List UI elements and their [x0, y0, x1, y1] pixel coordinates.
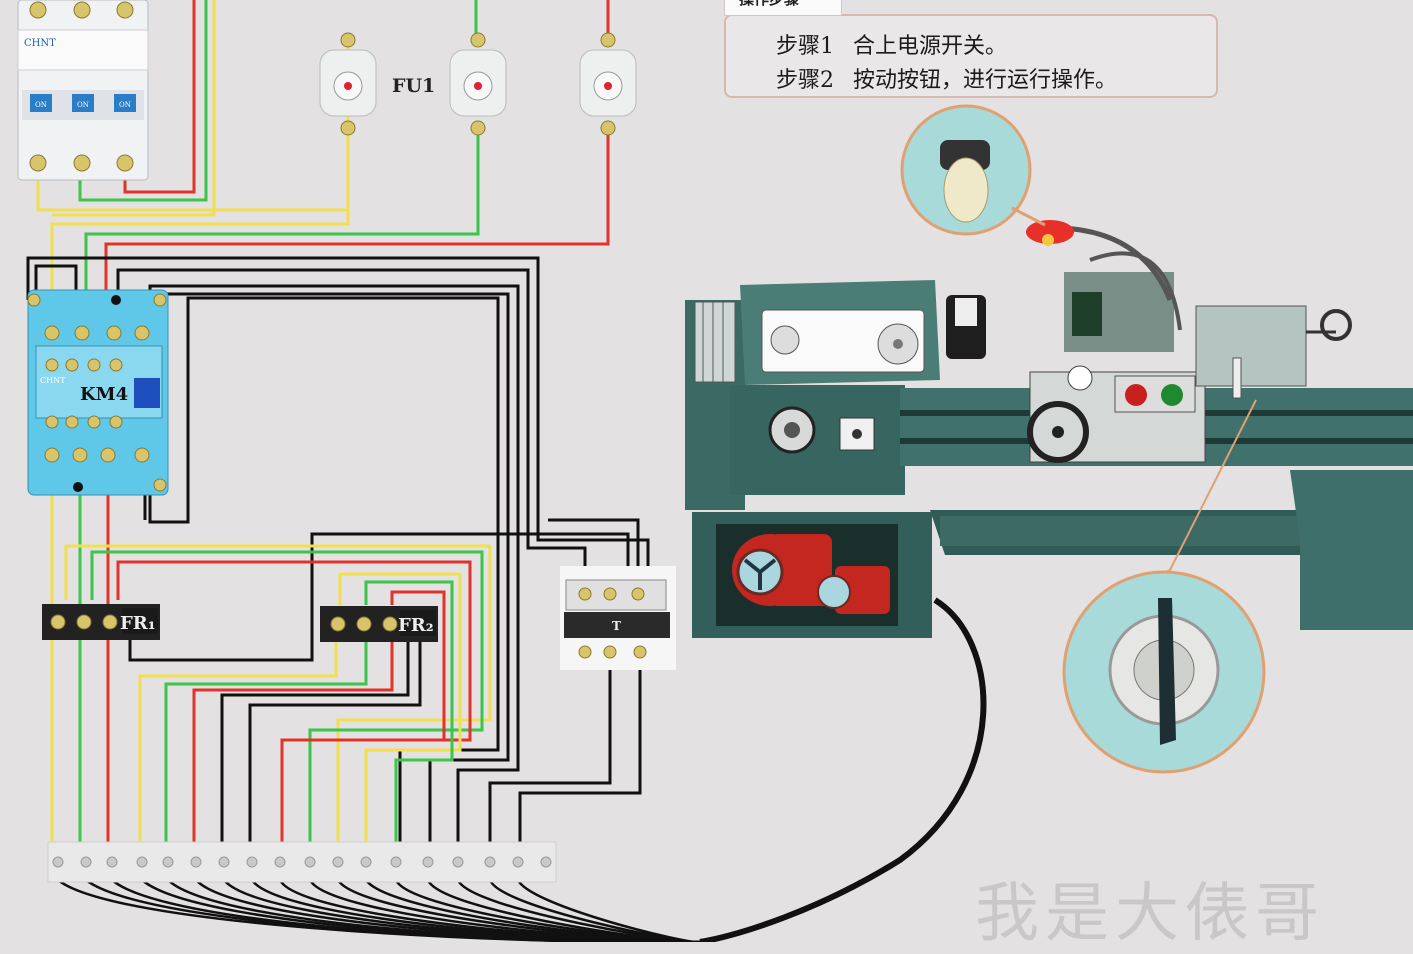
- breaker-on-2: ON: [77, 101, 89, 109]
- fu1-label: FU1: [392, 75, 435, 97]
- work-lamp[interactable]: [1026, 220, 1074, 246]
- fr2-label: FR₂: [398, 615, 434, 636]
- wire-red-main: [123, 0, 196, 194]
- step-1-label: 步骤1: [776, 34, 834, 59]
- power-switch-knob[interactable]: [1158, 598, 1176, 745]
- breaker-switches[interactable]: ON ON ON: [30, 94, 136, 112]
- wire-red-fuse-out: [104, 130, 610, 328]
- callout-power-switch: [1062, 399, 1266, 774]
- motor-cable: [699, 597, 987, 942]
- wire-yellow-top: [52, 0, 216, 217]
- transformer-t[interactable]: T: [560, 566, 676, 670]
- breaker-on-3: ON: [119, 101, 131, 109]
- instructions-panel: [724, 14, 1218, 98]
- breaker-brand: CHNT: [24, 38, 56, 49]
- thermal-relay-fr1[interactable]: FR₁: [42, 604, 160, 640]
- circuit-breaker[interactable]: CHNT ON ON ON: [17, 0, 149, 181]
- step-2: 步骤2 按动按钮，进行运行操作。: [776, 62, 1117, 94]
- motor-main: [732, 534, 832, 606]
- step-2-text: 按动按钮，进行运行操作。: [853, 68, 1118, 93]
- contactor-km4[interactable]: CHNT KM4: [27, 289, 169, 496]
- thermal-relay-fr2[interactable]: FR₂: [320, 606, 438, 642]
- wire-yellow-fuse-out: [50, 130, 350, 328]
- instructions-tab[interactable]: 操作步骤: [724, 0, 842, 16]
- terminal-block[interactable]: [47, 841, 557, 883]
- step-1-text: 合上电源开关。: [853, 34, 1008, 59]
- fuse-2[interactable]: [449, 32, 507, 136]
- breaker-on-1: ON: [35, 101, 47, 109]
- motor-cooling: [817, 566, 890, 614]
- callout-lamp-switch: [900, 104, 1046, 236]
- km4-label: KM4: [80, 384, 128, 405]
- start-button[interactable]: [1161, 384, 1183, 406]
- transformer-label: T: [612, 619, 621, 633]
- fuse-1[interactable]: [319, 32, 377, 136]
- lathe-machine: [685, 220, 1413, 942]
- wire-green-main: [78, 0, 208, 202]
- stop-button[interactable]: [1125, 384, 1147, 406]
- contactor-brand: CHNT: [40, 376, 66, 385]
- fuse-3[interactable]: [579, 32, 637, 136]
- step-2-label: 步骤2: [776, 68, 834, 93]
- step-1: 步骤1 合上电源开关。: [776, 28, 1007, 60]
- fr1-label: FR₁: [120, 613, 156, 634]
- wire-green-fuse-out: [84, 130, 480, 328]
- control-buttons[interactable]: [1114, 375, 1196, 413]
- watermark: 我是大俵哥: [975, 877, 1325, 951]
